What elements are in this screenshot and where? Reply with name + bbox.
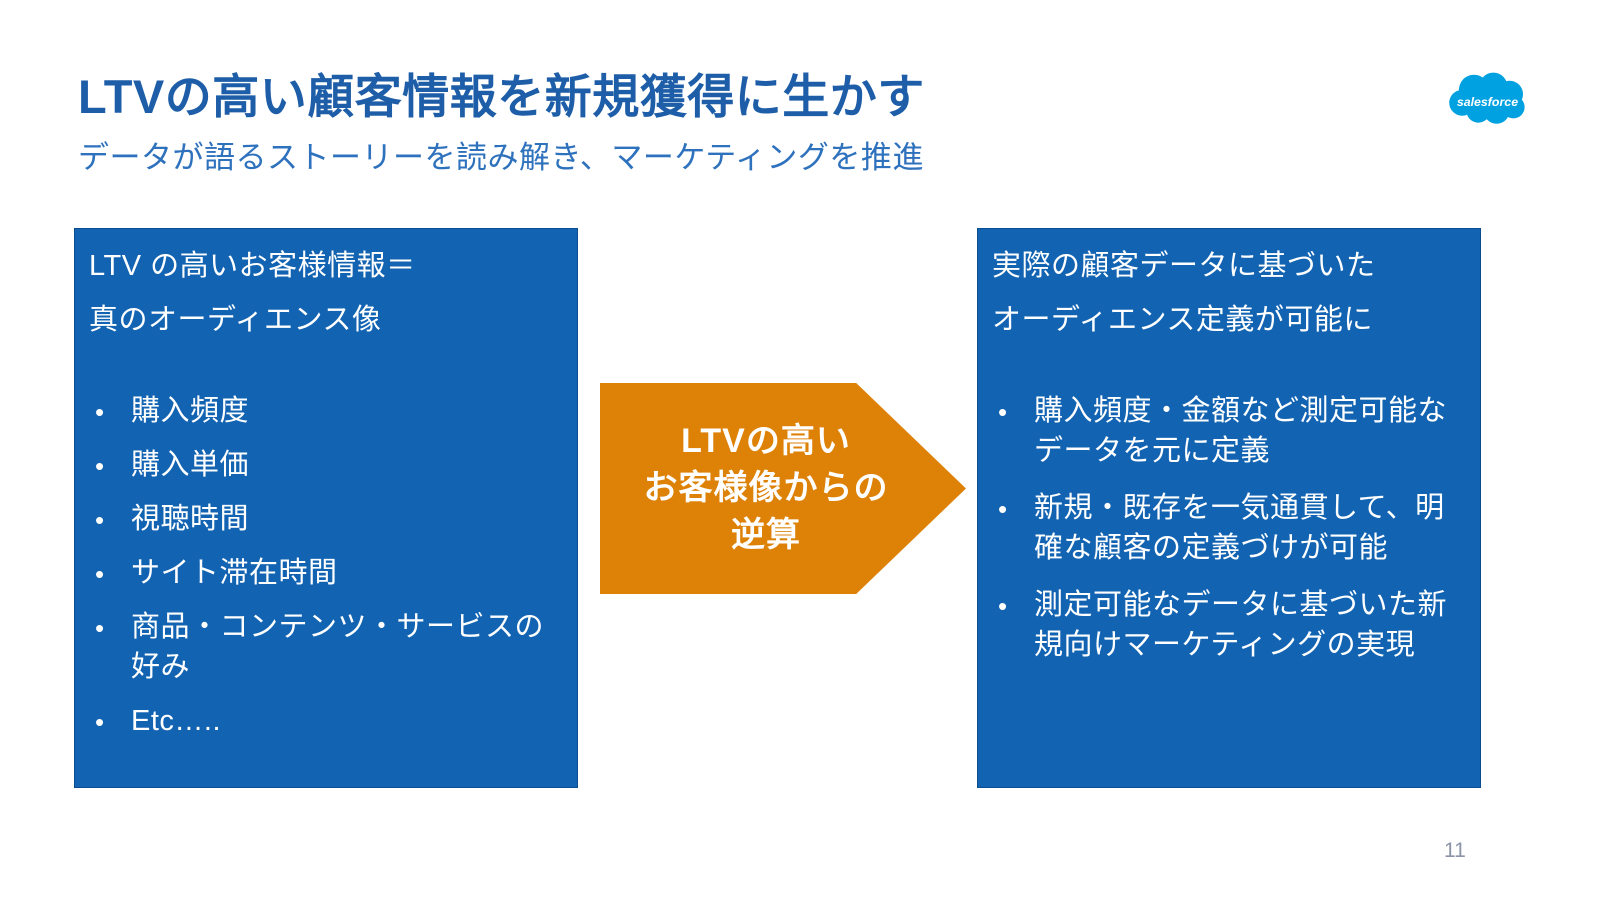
right-panel-bullet-list: 購入頻度・金額など測定可能なデータを元に定義 新規・既存を一気通貫して、明確な顧…: [978, 391, 1480, 665]
list-item: 購入頻度: [95, 391, 559, 432]
list-item: Etc…..: [95, 701, 559, 742]
slide-subtitle: データが語るストーリーを読み解き、マーケティングを推進: [78, 140, 924, 175]
left-panel-ltv-customer-info: LTV の高いお客様情報＝ 真のオーディエンス像 購入頻度 購入単価 視聴時間 …: [74, 228, 578, 788]
list-item: 商品・コンテンツ・サービスの好み: [95, 607, 559, 687]
arrow-label: LTVの高い お客様像からの 逆算: [644, 418, 923, 559]
salesforce-logo-text: salesforce: [1457, 95, 1518, 109]
right-panel-heading-line2: オーディエンス定義が可能に: [992, 304, 1373, 336]
left-panel-heading: LTV の高いお客様情報＝ 真のオーディエンス像: [89, 239, 561, 347]
arrow-label-line2: お客様像からの: [643, 469, 889, 507]
right-panel-audience-definition: 実際の顧客データに基づいた オーディエンス定義が可能に 購入頻度・金額など測定可…: [977, 228, 1481, 788]
list-item: 購入単価: [95, 445, 559, 486]
list-item: 新規・既存を一気通貫して、明確な顧客の定義づけが可能: [998, 488, 1462, 568]
page-number: 11: [1444, 839, 1466, 862]
right-panel-heading-line1: 実際の顧客データに基づいた: [992, 250, 1376, 282]
list-item: サイト滞在時間: [95, 553, 559, 594]
salesforce-logo-icon: salesforce: [1446, 68, 1530, 130]
left-panel-heading-line1: LTV の高いお客様情報＝: [89, 250, 416, 282]
list-item: 測定可能なデータに基づいた新規向けマーケティングの実現: [998, 585, 1462, 665]
left-panel-heading-line2: 真のオーディエンス像: [89, 304, 382, 336]
list-item: 購入頻度・金額など測定可能なデータを元に定義: [998, 391, 1462, 471]
right-panel-heading: 実際の顧客データに基づいた オーディエンス定義が可能に: [992, 239, 1464, 347]
slide-title: LTVの高い顧客情報を新規獲得に生かす: [78, 70, 925, 123]
list-item: 視聴時間: [95, 499, 559, 540]
left-panel-bullet-list: 購入頻度 購入単価 視聴時間 サイト滞在時間 商品・コンテンツ・サービスの好み …: [75, 391, 577, 742]
arrow-label-line1: LTVの高い: [681, 422, 851, 460]
arrow-label-line3: 逆算: [731, 516, 801, 554]
salesforce-cloud-icon: salesforce: [1449, 72, 1525, 124]
right-arrow-shape: LTVの高い お客様像からの 逆算: [600, 383, 966, 594]
